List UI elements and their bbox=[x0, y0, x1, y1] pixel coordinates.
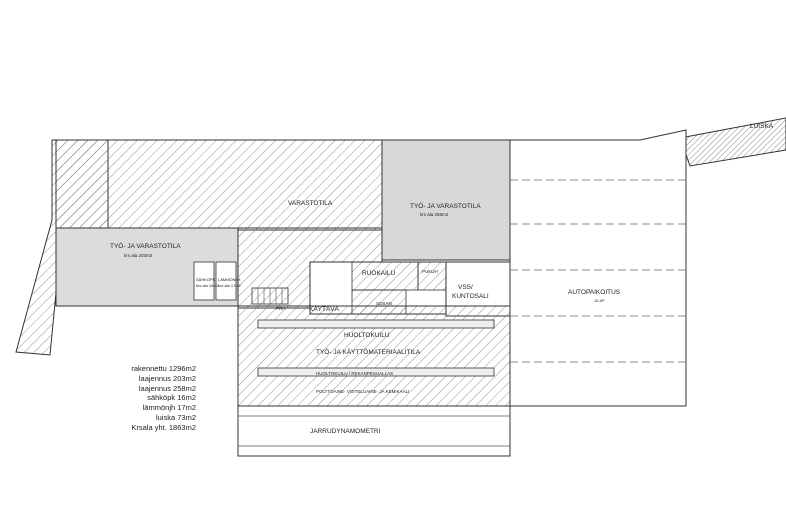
label-tyo-varasto-left: TYÖ- JA VARASTOTILA bbox=[110, 243, 181, 250]
label-kuntosali: KUNTOSALI bbox=[452, 293, 489, 300]
label-jarrudynamometri: JARRUDYNAMOMETRI bbox=[310, 428, 381, 435]
label-huoltokuilu: HUOLTOKUILU bbox=[344, 332, 390, 339]
label-tyo-varasto-right: TYÖ- JA VARASTOTILA bbox=[410, 203, 481, 210]
label-lammonjh-area: krs ala 17m2 bbox=[218, 283, 241, 288]
label-prh: PRH bbox=[276, 306, 286, 311]
label-pukuh: PUKUH bbox=[422, 269, 438, 274]
label-sahkopk-area: krs ala 16m2 bbox=[196, 283, 219, 288]
label-polttoaine: POLTTOAINE- VOITELUAINE- JA KEMIKAALI bbox=[316, 389, 410, 394]
label-autopaikoitus: AUTOPAIKOITUS bbox=[568, 289, 621, 296]
stats-line: lämmönjh 17m2 bbox=[142, 403, 196, 413]
stats-line: laajennus 258m2 bbox=[138, 383, 196, 393]
stats-line: sähköpk 16m2 bbox=[147, 393, 196, 403]
label-vss: VSS/ bbox=[458, 284, 473, 291]
label-tyo-kayttomateriaali: TYÖ- JA KÄYTTÖMATERIAALITILA bbox=[316, 349, 421, 356]
stats-line: luiska 73m2 bbox=[155, 412, 196, 422]
label-ruokailu: RUOKAILU bbox=[362, 270, 396, 277]
label-huoltokuilu-rekka: HUOLTOKUILU / REKANPESUALLAS bbox=[316, 371, 394, 376]
stats-line: laajennus 203m2 bbox=[138, 373, 196, 383]
label-autopaikoitus-count: 16 AP bbox=[594, 298, 605, 303]
label-luiska: LUISKA bbox=[750, 123, 774, 130]
tyo-varasto-right-area bbox=[381, 139, 511, 261]
label-tyo-varasto-left-area: krs ala 203m2 bbox=[124, 253, 153, 258]
label-varastotila: VARASTOTILA bbox=[288, 200, 333, 207]
varastotila-area bbox=[55, 139, 383, 231]
luiska-ramp bbox=[679, 117, 786, 167]
huoltokuilu-bar bbox=[257, 319, 495, 329]
autopaikoitus-area bbox=[509, 129, 687, 407]
label-sosaw: SOSAN bbox=[376, 301, 392, 306]
huoltokuilu-rekka-bar bbox=[257, 367, 495, 377]
label-sahkopk: SÄHKÖPK bbox=[196, 277, 216, 282]
sahkopk-room bbox=[193, 261, 215, 301]
label-lammonjh: LÄMMÖNJH bbox=[218, 277, 241, 282]
lammonjh-room bbox=[215, 261, 237, 301]
jarrudynamometri-room bbox=[237, 405, 511, 457]
stats-line: rakennettu 1296m2 bbox=[131, 364, 196, 373]
stats-line: Krsala yht. 1863m2 bbox=[131, 422, 196, 432]
area-stats: rakennettu 1296m2 laajennus 203m2 laajen… bbox=[86, 364, 196, 433]
label-kaytava: KÄYTÄVÄ bbox=[309, 306, 339, 313]
label-tyo-varasto-right-area: krs ala 258m2 bbox=[420, 212, 449, 217]
